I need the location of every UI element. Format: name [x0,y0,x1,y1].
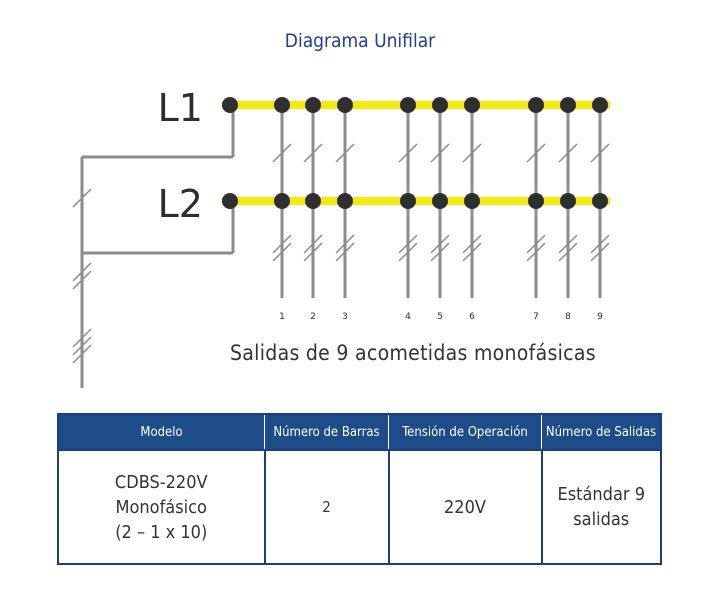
phase-slash-mark [462,242,482,262]
phase-slash-mark [526,234,546,254]
phase-slash-mark [430,143,450,163]
bus-node [400,193,416,209]
bus-node [560,193,576,209]
bus-node [432,97,448,113]
phase-slash-mark [303,234,323,254]
bus-node [274,193,290,209]
phase-slash-mark [72,270,92,290]
modelo-line: Monofásico [115,496,207,518]
bus-node [592,193,608,209]
bus-node [274,97,290,113]
phase-slash-mark [272,242,292,262]
table-row: CDBS-220V Monofásico (2 – 1 x 10) 2 220V… [57,449,662,565]
phase-slash-mark [72,188,92,208]
diagram-subtitle: Salidas de 9 acometidas monofásicas [230,341,596,365]
salidas-line: Estándar 9 [557,484,645,505]
header-salidas: Número de Salidas [541,414,661,450]
bus-node [560,97,576,113]
phase-slash-mark [398,143,418,163]
cell-tension: 220V [387,449,543,565]
phase-slash-mark [526,242,546,262]
phase-slash-mark [590,242,610,262]
output-number-label: 6 [469,312,475,322]
bus-node [464,97,480,113]
cell-modelo: CDBS-220V Monofásico (2 – 1 x 10) [57,449,266,565]
modelo-line: (2 – 1 x 10) [115,521,208,543]
phase-slash-mark [558,242,578,262]
cell-barras: 2 [263,449,390,565]
salidas-line: salidas [573,509,630,530]
phase-slash-mark [335,143,355,163]
bus-label-l2: L2 [158,182,203,226]
phase-slash-mark [72,328,92,348]
phase-slash-mark [430,242,450,262]
phase-slash-mark [303,143,323,163]
phase-slash-mark [590,143,610,163]
output-number-label: 3 [342,312,348,322]
modelo-line: CDBS-220V [114,471,208,493]
phase-slash-mark [462,143,482,163]
output-number-label: 9 [597,312,603,322]
output-number-label: 4 [405,312,411,322]
bus-node [464,193,480,209]
bus-label-l1: L1 [158,86,203,130]
output-number-label: 5 [437,312,443,322]
phase-slash-mark [526,143,546,163]
bus-node [432,193,448,209]
output-number-label: 7 [533,312,539,322]
output-number-label: 2 [310,312,316,322]
bus-node [592,97,608,113]
diagram-title: Diagrama Unifilar [284,30,436,52]
phase-slash-mark [462,234,482,254]
bus-node [337,193,353,209]
output-number-label: 1 [279,312,285,322]
phase-slash-mark [430,234,450,254]
bus-node [528,193,544,209]
header-barras: Número de Barras [264,414,389,450]
phase-slash-mark [335,234,355,254]
bus-node [305,193,321,209]
spec-table: Modelo Número de Barras Tensión de Opera… [57,413,662,565]
phase-slash-mark [335,242,355,262]
phase-slash-mark [72,344,92,364]
cell-salidas: Estándar 9 salidas [540,449,662,565]
phase-slash-mark [303,242,323,262]
header-tension: Tensión de Operación [388,414,542,450]
bus-node [337,97,353,113]
phase-slash-mark [72,336,92,356]
phase-slash-mark [272,234,292,254]
bus-node [400,97,416,113]
bus-feed-node [222,97,238,113]
phase-slash-mark [558,143,578,163]
bus-node [528,97,544,113]
phase-slash-mark [558,234,578,254]
phase-slash-mark [398,242,418,262]
phase-slash-mark [72,262,92,282]
bus-node [305,97,321,113]
table-header-row: Modelo Número de Barras Tensión de Opera… [58,414,661,450]
output-number-label: 8 [565,312,571,322]
bus-feed-node [222,193,238,209]
header-modelo: Modelo [58,414,265,450]
phase-slash-mark [272,143,292,163]
phase-slash-mark [590,234,610,254]
phase-slash-mark [398,234,418,254]
